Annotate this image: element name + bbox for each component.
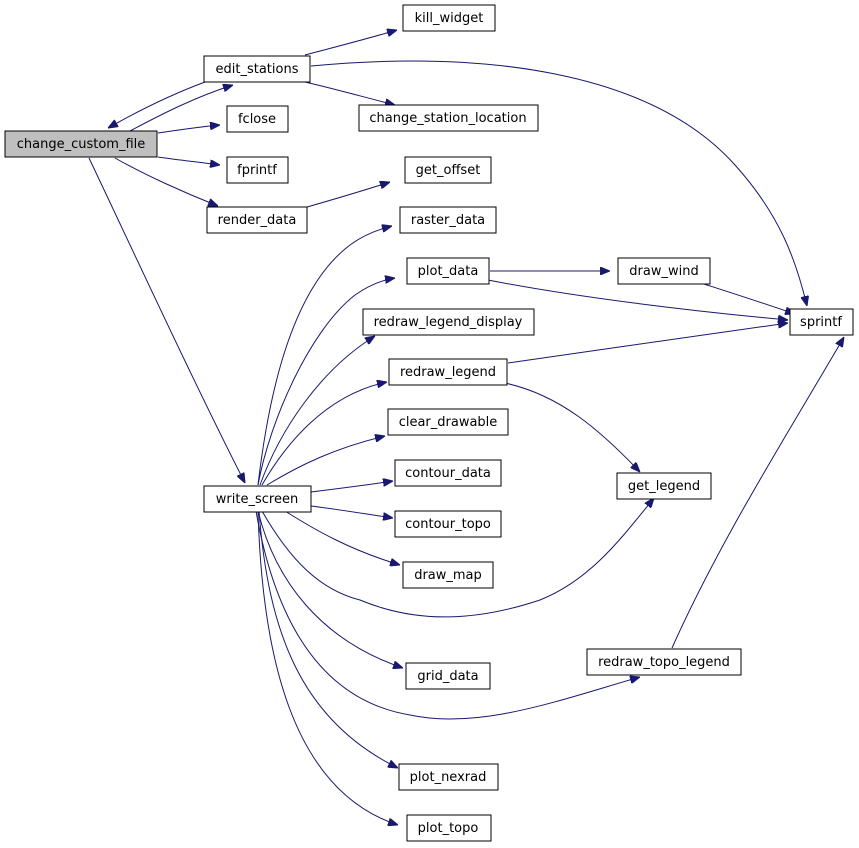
edge-write_screen-contour_topo: [310, 505, 393, 518]
edges: [88, 30, 844, 825]
node-redraw_legend[interactable]: redraw_legend: [388, 358, 508, 386]
node-label: raster_data: [411, 213, 485, 228]
edge-write_screen-redraw_legend: [261, 382, 387, 486]
node-label: clear_drawable: [399, 415, 498, 430]
edge-write_screen-plot_data: [257, 278, 395, 486]
node-plot_topo[interactable]: plot_topo: [406, 814, 492, 842]
node-change_custom_file[interactable]: change_custom_file: [4, 130, 158, 158]
edge-write_screen-raster_data: [257, 226, 392, 486]
node-draw_map[interactable]: draw_map: [402, 561, 494, 589]
edge-write_screen-redraw_legend_display: [259, 336, 375, 486]
edge-write_screen-plot_nexrad: [258, 510, 398, 768]
edge-redraw_legend-get_legend: [504, 382, 640, 472]
node-label: fclose: [238, 112, 276, 127]
edge-write_screen-get_legend: [261, 498, 654, 618]
node-label: change_station_location: [369, 111, 526, 126]
edge-write_screen-plot_topo: [257, 510, 398, 825]
node-change_station_location[interactable]: change_station_location: [358, 104, 539, 132]
node-clear_drawable[interactable]: clear_drawable: [387, 408, 509, 436]
node-get_legend[interactable]: get_legend: [616, 472, 712, 500]
node-get_offset[interactable]: get_offset: [404, 156, 492, 184]
node-redraw_legend_display[interactable]: redraw_legend_display: [362, 308, 535, 336]
edge-write_screen-grid_data: [257, 510, 403, 668]
node-edit_stations[interactable]: edit_stations: [203, 55, 311, 83]
edge-edit_stations-change_station_location: [304, 81, 395, 105]
edge-plot_data-sprintf: [487, 279, 788, 320]
edge-edit_stations-sprintf: [310, 60, 807, 306]
node-label: contour_topo: [405, 517, 491, 532]
edge-write_screen-redraw_topo_legend: [255, 510, 640, 720]
node-grid_data[interactable]: grid_data: [405, 662, 491, 690]
edge-draw_wind-sprintf: [703, 283, 795, 314]
node-label: plot_data: [418, 264, 479, 279]
edge-render_data-get_offset: [306, 182, 390, 208]
edge-change_custom_file-render_data: [114, 157, 218, 206]
node-label: redraw_legend: [400, 365, 496, 380]
node-sprintf[interactable]: sprintf: [789, 308, 854, 336]
node-contour_topo[interactable]: contour_topo: [394, 510, 502, 538]
edge-change_custom_file-write_screen: [88, 157, 245, 483]
node-label: get_offset: [416, 163, 481, 178]
node-label: plot_topo: [418, 821, 479, 836]
node-label: draw_map: [414, 568, 482, 583]
node-plot_nexrad[interactable]: plot_nexrad: [398, 763, 499, 791]
node-contour_data[interactable]: contour_data: [394, 459, 502, 487]
node-label: draw_wind: [629, 264, 698, 279]
nodes: change_custom_file edit_stations kill_wi…: [4, 4, 854, 842]
edge-write_screen-contour_data: [310, 481, 393, 493]
node-plot_data[interactable]: plot_data: [406, 257, 490, 285]
node-label: contour_data: [405, 466, 491, 481]
edge-change_custom_file-edit_stations: [129, 85, 233, 132]
edge-redraw_legend-sprintf: [507, 323, 788, 364]
node-redraw_topo_legend[interactable]: redraw_topo_legend: [586, 648, 742, 676]
node-render_data[interactable]: render_data: [206, 206, 308, 234]
node-write_screen[interactable]: write_screen: [203, 485, 312, 513]
edge-redraw_topo_legend-sprintf: [671, 337, 844, 649]
node-label: edit_stations: [216, 62, 299, 77]
edge-change_custom_file-fprintf: [157, 156, 220, 165]
edge-change_custom_file-fclose: [157, 125, 220, 134]
node-label: grid_data: [417, 669, 478, 684]
node-draw_wind[interactable]: draw_wind: [617, 257, 711, 285]
node-label: sprintf: [800, 315, 842, 330]
node-label: get_legend: [628, 479, 700, 494]
node-label: plot_nexrad: [410, 770, 487, 785]
node-label: write_screen: [216, 492, 298, 507]
node-label: redraw_topo_legend: [598, 655, 730, 670]
edge-edit_stations-kill_widget: [304, 30, 397, 56]
edge-edit_stations-change_custom_file: [108, 81, 206, 128]
node-kill_widget[interactable]: kill_widget: [402, 4, 496, 32]
node-fprintf[interactable]: fprintf: [226, 156, 289, 184]
node-label: fprintf: [237, 163, 277, 178]
node-label: render_data: [218, 213, 297, 228]
node-label: redraw_legend_display: [374, 315, 523, 330]
node-label: change_custom_file: [17, 137, 146, 152]
edge-write_screen-draw_map: [284, 510, 400, 565]
node-label: kill_widget: [415, 11, 484, 26]
edge-write_screen-clear_drawable: [266, 436, 385, 486]
node-fclose[interactable]: fclose: [226, 105, 289, 133]
node-raster_data[interactable]: raster_data: [399, 206, 497, 234]
